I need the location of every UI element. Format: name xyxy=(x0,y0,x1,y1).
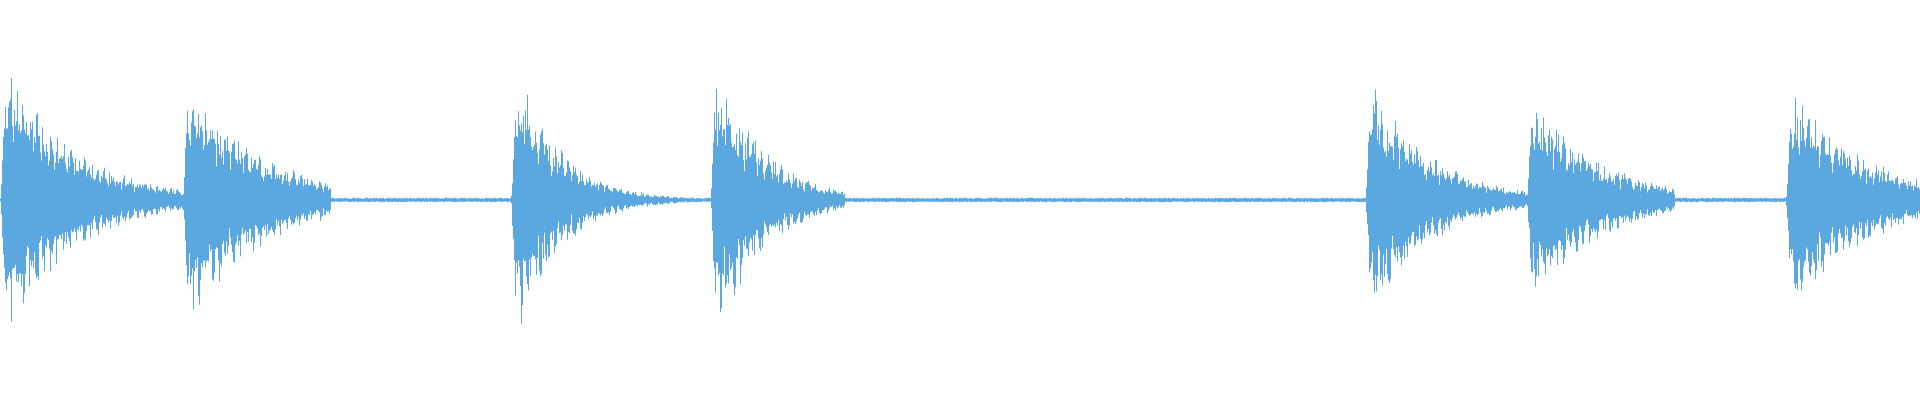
waveform-samples xyxy=(0,78,1920,324)
waveform-path xyxy=(0,78,1920,324)
